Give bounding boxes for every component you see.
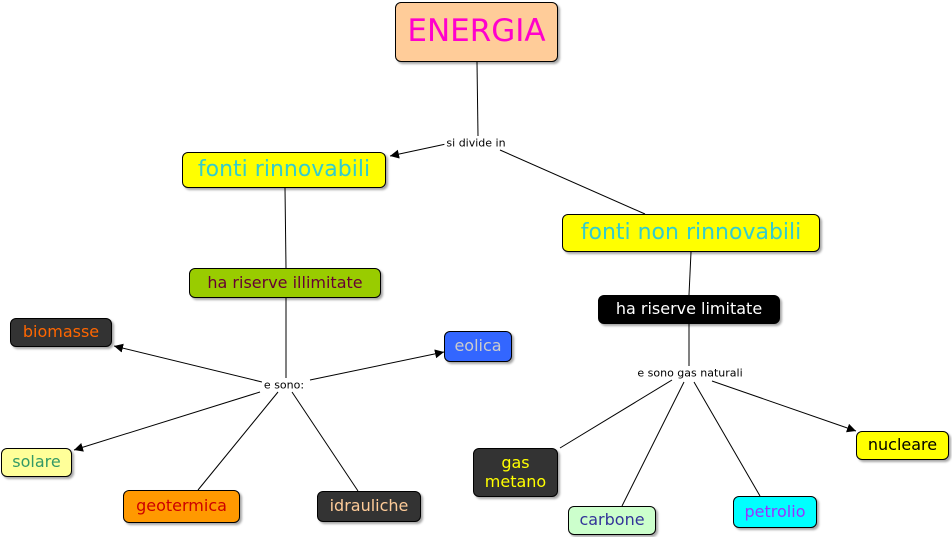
node-ha-riserve-limitate[interactable]: ha riserve limitate — [598, 295, 780, 324]
link-esonogas-gasmetano — [559, 379, 673, 449]
link-label-e-sono: e sono: — [261, 378, 307, 392]
link-esono-eolica — [309, 349, 445, 381]
node-fonti-rinnovabili[interactable]: fonti rinnovabili — [182, 152, 386, 188]
node-carbone[interactable]: carbone — [568, 506, 656, 535]
link-label-si-divide-in: si divide in — [444, 136, 508, 150]
link-esonogas-nucleare — [711, 380, 857, 433]
link-label-e-sono-gas-naturali: e sono gas naturali — [635, 366, 745, 380]
node-energia[interactable]: ENERGIA — [395, 2, 558, 62]
node-geotermica[interactable]: geotermica — [123, 490, 240, 523]
node-eolica[interactable]: eolica — [444, 331, 512, 362]
link-esono-idrauliche — [291, 391, 359, 492]
node-idrauliche[interactable]: idrauliche — [317, 491, 421, 522]
link-esonogas-petrolio — [693, 381, 761, 497]
node-fonti-non-rinnovabili[interactable]: fonti non rinnovabili — [562, 214, 820, 252]
node-nucleare[interactable]: nucleare — [856, 431, 949, 460]
node-petrolio[interactable]: petrolio — [733, 496, 817, 528]
link-esonogas-carbone — [621, 381, 685, 507]
link-esono-biomasse — [113, 343, 263, 383]
link-esono-geotermica — [197, 391, 279, 491]
node-biomasse[interactable]: biomasse — [10, 318, 112, 347]
node-ha-riserve-illimitate[interactable]: ha riserve illimitate — [189, 268, 381, 298]
link-label-rinnovabili — [389, 143, 447, 159]
node-solare[interactable]: solare — [1, 448, 72, 477]
link-esono-solare — [73, 391, 261, 452]
link-energia-label — [476, 61, 479, 137]
link-rinnovabili-illimitate — [284, 187, 287, 269]
link-non-rinnovabili-limitate — [688, 251, 692, 296]
link-label-non-rinnovabili — [499, 149, 646, 215]
node-gas-metano[interactable]: gas metano — [473, 448, 558, 497]
